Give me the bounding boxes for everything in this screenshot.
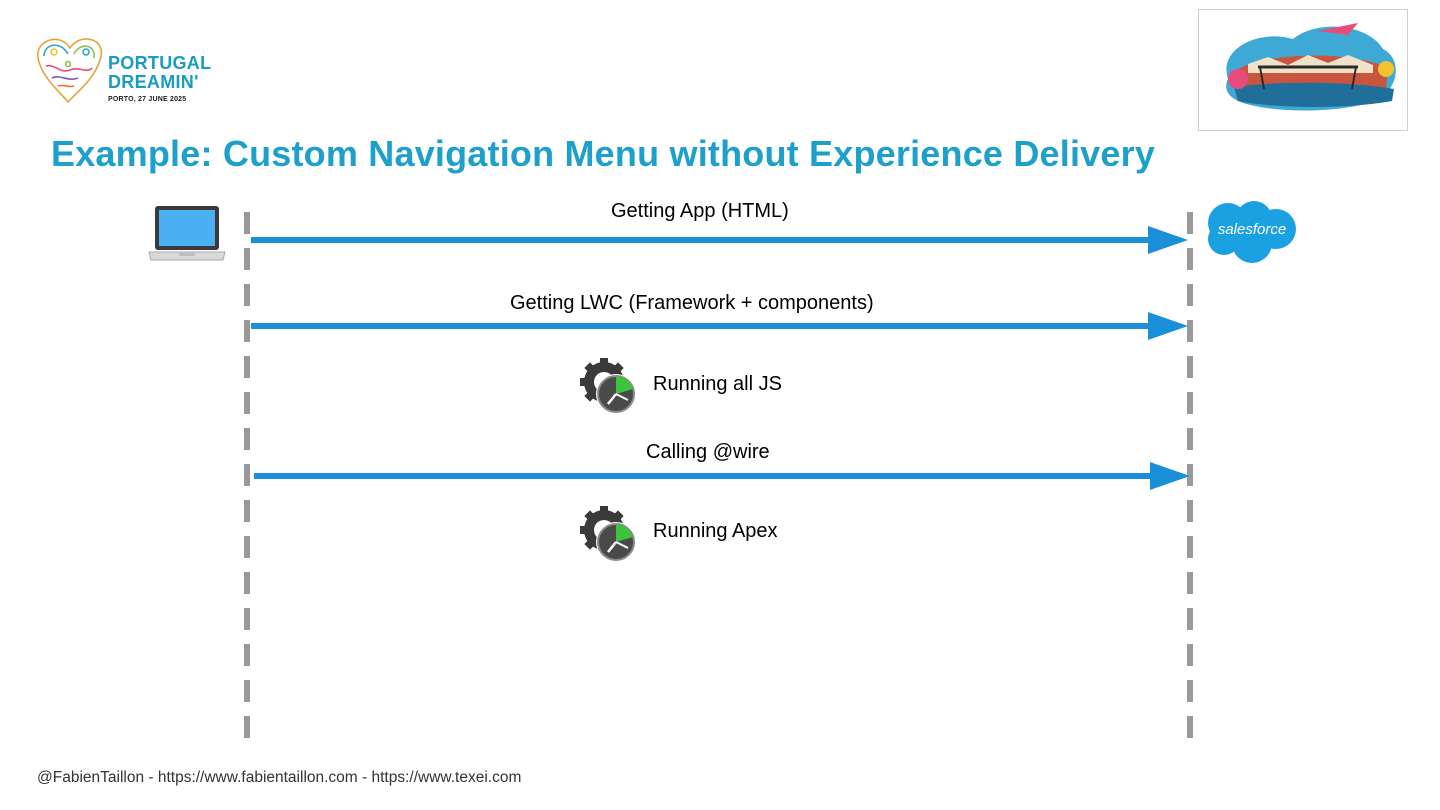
arrow-getting-lwc xyxy=(251,312,1188,340)
arrow-getting-app xyxy=(251,226,1188,254)
logo-line1: PORTUGAL xyxy=(108,53,212,73)
step-label-getting-app: Getting App (HTML) xyxy=(611,200,789,222)
logo-line2: DREAMIN' xyxy=(108,72,199,92)
salesforce-cloud-icon xyxy=(1208,201,1296,263)
logo-date: PORTO, 27 JUNE 2025 xyxy=(108,96,187,103)
arrow-calling-wire xyxy=(254,462,1190,490)
step-label-running-js: Running all JS xyxy=(653,373,782,395)
gear-clock-icon xyxy=(580,506,636,562)
salesforce-logo-text: salesforce xyxy=(1217,221,1287,238)
gear-clock-icon xyxy=(580,358,636,414)
porto-city-illustration xyxy=(1198,9,1408,131)
slide-title: Example: Custom Navigation Menu without … xyxy=(51,133,1156,174)
logo-wordmark: PORTUGAL DREAMIN' xyxy=(108,54,211,92)
laptop-icon xyxy=(148,206,226,261)
portugal-dreamin-logo xyxy=(37,38,103,104)
step-label-calling-wire: Calling @wire xyxy=(646,441,770,463)
footer-credits: @FabienTaillon - https://www.fabientaill… xyxy=(37,769,522,786)
step-label-running-apex: Running Apex xyxy=(653,520,778,542)
step-label-getting-lwc: Getting LWC (Framework + components) xyxy=(510,292,874,314)
